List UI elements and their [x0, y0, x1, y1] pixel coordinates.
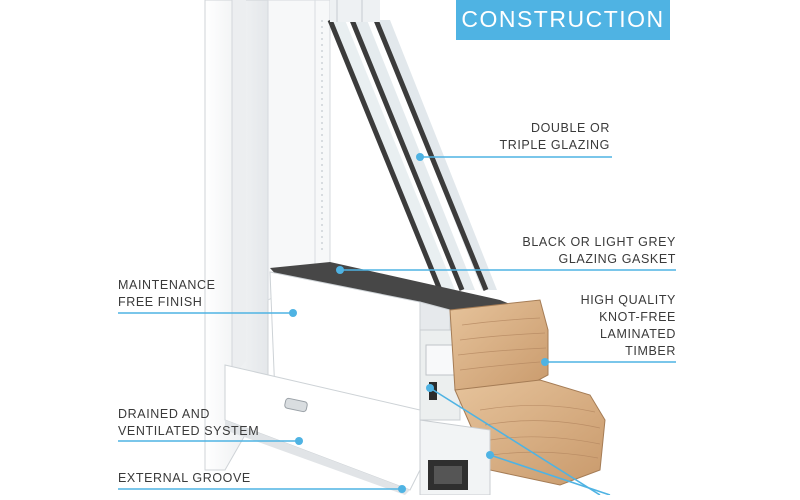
label-double-triple-glazing: DOUBLE OR TRIPLE GLAZING: [499, 120, 610, 154]
outer-frame: [204, 0, 269, 471]
construction-banner: CONSTRUCTION: [456, 0, 670, 40]
label-laminated-timber: HIGH QUALITY KNOT-FREE LAMINATED TIMBER: [581, 292, 676, 360]
label-line: FREE FINISH: [118, 295, 203, 309]
label-line: EXTERNAL GROOVE: [118, 471, 251, 485]
glazing-panes: [327, 0, 497, 291]
label-line: LAMINATED: [599, 327, 676, 341]
label-line: TIMBER: [625, 344, 676, 358]
label-line: TRIPLE GLAZING: [499, 138, 610, 152]
label-line: MAINTENANCE: [118, 278, 216, 292]
callout-dots: [289, 153, 549, 493]
label-line: KNOT-FREE: [599, 310, 676, 324]
label-maintenance-free-finish: MAINTENANCE FREE FINISH: [118, 277, 216, 311]
external-profile: [224, 364, 491, 496]
label-line: VENTILATED SYSTEM: [118, 424, 260, 438]
laminated-timber: [449, 299, 606, 486]
label-line: DOUBLE OR: [530, 121, 610, 135]
label-drained-ventilated-system: DRAINED AND VENTILATED SYSTEM: [118, 406, 259, 440]
label-external-groove: EXTERNAL GROOVE: [118, 470, 251, 487]
label-glazing-gasket: BLACK OR LIGHT GREY GLAZING GASKET: [522, 234, 676, 268]
label-line: GLAZING GASKET: [558, 252, 676, 266]
callout-lines: [118, 156, 676, 496]
label-line: HIGH QUALITY: [580, 293, 676, 307]
label-line: BLACK OR LIGHT GREY: [522, 235, 676, 249]
sash-frame: [267, 0, 331, 301]
label-line: DRAINED AND: [118, 407, 211, 421]
